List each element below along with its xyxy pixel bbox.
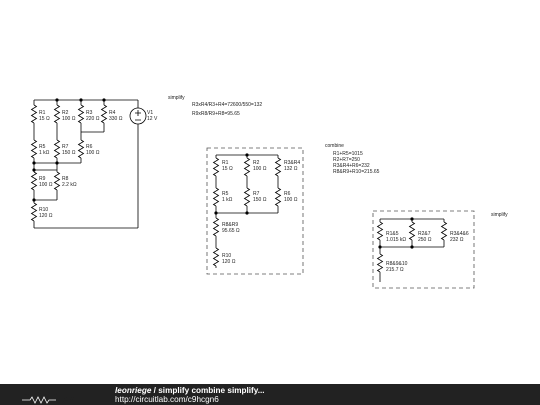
- value-V1: 12 V: [147, 116, 158, 122]
- value-R1: 15 Ω: [39, 116, 50, 122]
- value-R6: 100 Ω: [86, 150, 100, 156]
- circuit-2-dashed-box: [206, 147, 304, 275]
- value-R2: 100 Ω: [62, 116, 76, 122]
- value-c2-R5: 1 kΩ: [222, 197, 233, 203]
- label-c2-R5: R5: [222, 191, 229, 197]
- value-R4: 330 Ω: [109, 116, 123, 122]
- label-c2-R7: R7: [253, 191, 260, 197]
- circuit1-annotation: simplify: [168, 95, 185, 101]
- value-c2-R34: 132 Ω: [284, 166, 298, 172]
- value-c2-R1: 15 Ω: [222, 166, 233, 172]
- label-c2-R89: R8&R9: [222, 222, 238, 228]
- circuit1-eq2: R9xR8/R9+R8=95.65: [192, 111, 240, 117]
- circuitlab-logo[interactable]: CIRCUIT LAB: [22, 385, 94, 405]
- label-R6: R6: [86, 144, 93, 150]
- circuit2-eq2: R2+R7=250: [333, 157, 360, 163]
- circuit2-eq3: R3&R4+R6=232: [333, 163, 370, 169]
- schematic-canvas: R1 15 Ω R2 100 Ω R3 220 Ω R4 330 Ω V1 12…: [31, 95, 508, 289]
- value-c2-R6: 100 Ω: [284, 197, 298, 203]
- circuit-1: [31, 98, 147, 229]
- label-c3-R27: R2&7: [418, 231, 431, 237]
- label-R9: R9: [39, 176, 46, 182]
- label-R4: R4: [109, 110, 116, 116]
- circuit-3: [377, 217, 447, 282]
- value-c2-R2: 100 Ω: [253, 166, 267, 172]
- label-c2-R1: R1: [222, 160, 229, 166]
- label-c2-R10: R10: [222, 253, 231, 259]
- label-R2: R2: [62, 110, 69, 116]
- circuit-3-labels: R1&5 1.015 kΩ R2&7 250 Ω R3&4&6 232 Ω R8…: [386, 212, 508, 273]
- label-c2-R6: R6: [284, 191, 291, 197]
- author-link[interactable]: leonriege: [115, 386, 152, 395]
- value-c3-R27: 250 Ω: [418, 237, 432, 243]
- value-R3: 220 Ω: [86, 116, 100, 122]
- circuit2-eq1: R1+R5=1015: [333, 151, 363, 157]
- logo-text-top: CIRCUIT: [22, 386, 70, 398]
- value-c2-R7: 150 Ω: [253, 197, 267, 203]
- label-c2-R34: R3&R4: [284, 160, 300, 166]
- label-R3: R3: [86, 110, 93, 116]
- circuit-title[interactable]: simplify combine simplify...: [158, 386, 265, 395]
- value-R10: 120 Ω: [39, 213, 53, 219]
- value-c3-R346: 232 Ω: [450, 237, 464, 243]
- logo-text-bottom: LAB: [58, 396, 75, 405]
- circuit2-eq4: R8&R9+R10=215.65: [333, 169, 380, 175]
- label-R8: R8: [62, 176, 69, 182]
- label-c2-R2: R2: [253, 160, 260, 166]
- title-separator: /: [151, 386, 159, 395]
- circuit-2-labels: R1 15 Ω R2 100 Ω R3&R4 132 Ω R5 1 kΩ R7 …: [222, 143, 380, 265]
- value-c3-R8910: 215.7 Ω: [386, 267, 404, 273]
- label-R5: R5: [39, 144, 46, 150]
- label-V1: V1: [147, 110, 153, 116]
- circuit-3-dashed-box: [372, 210, 475, 289]
- value-R7: 150 Ω: [62, 150, 76, 156]
- circuit-2: [213, 153, 281, 268]
- label-c3-R346: R3&4&6: [450, 231, 469, 237]
- value-c3-R15: 1.015 kΩ: [386, 237, 406, 243]
- label-c3-R15: R1&5: [386, 231, 399, 237]
- circuit2-annotation: combine: [325, 143, 344, 149]
- footer-url[interactable]: http://circuitlab.com/c9hcgn6: [115, 395, 219, 404]
- circuit1-eq1: R3xR4/R3+R4=72600/550=132: [192, 102, 262, 108]
- circuit3-annotation: simplify: [491, 212, 508, 218]
- value-R8: 2.2 kΩ: [62, 182, 77, 188]
- value-R9: 100 Ω: [39, 182, 53, 188]
- label-R10: R10: [39, 207, 48, 213]
- value-c2-R89: 95.65 Ω: [222, 228, 240, 234]
- value-c2-R10: 120 Ω: [222, 259, 236, 265]
- label-R7: R7: [62, 144, 69, 150]
- label-R1: R1: [39, 110, 46, 116]
- label-c3-R8910: R8&9&10: [386, 261, 408, 267]
- value-R5: 1 kΩ: [39, 150, 50, 156]
- footer-title-line: leonriege / simplify combine simplify...: [115, 386, 265, 395]
- footer-bar: CIRCUIT LAB leonriege / simplify combine…: [0, 384, 540, 405]
- circuit-1-labels: R1 15 Ω R2 100 Ω R3 220 Ω R4 330 Ω V1 12…: [39, 95, 262, 219]
